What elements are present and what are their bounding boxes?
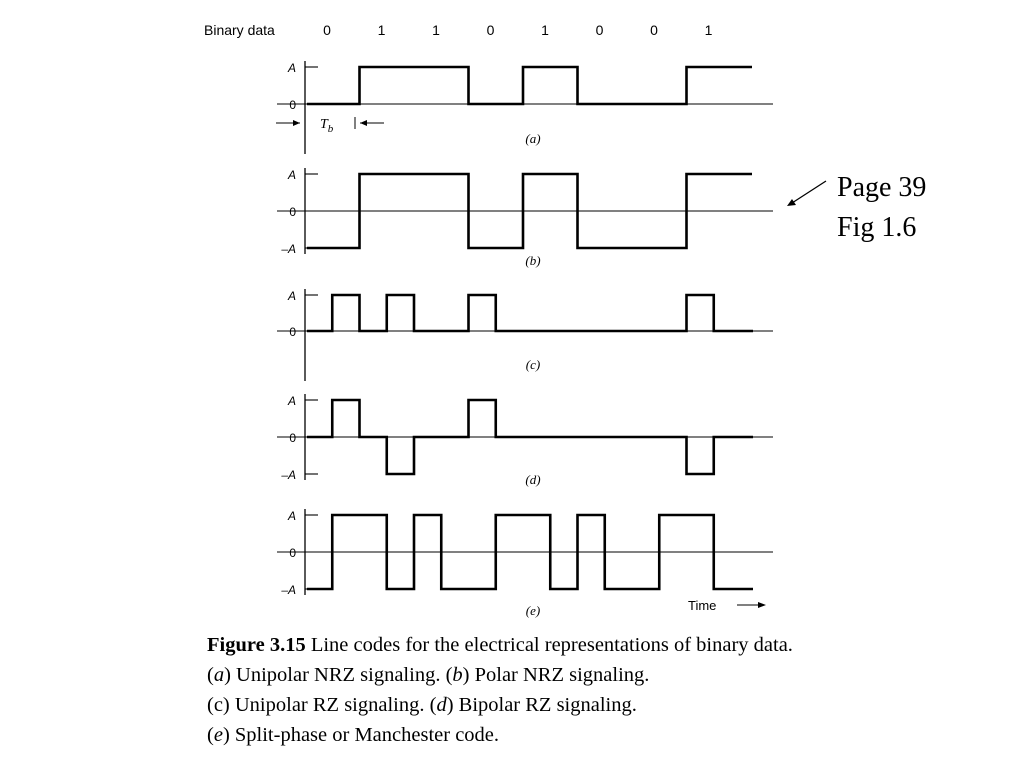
caption-segment: ( — [207, 664, 214, 686]
bit-label: 1 — [432, 22, 440, 38]
level-label: 0 — [289, 431, 296, 445]
level-label: 0 — [289, 546, 296, 560]
page-reference-note: Page 39 Fig 1.6 — [837, 168, 926, 248]
level-label: A — [287, 61, 296, 75]
waveform-e — [307, 513, 753, 591]
figure-caption: Figure 3.15 Line codes for the electrica… — [207, 630, 1007, 750]
tb-arrowhead-right — [360, 120, 367, 126]
level-label: –A — [280, 583, 296, 597]
caption-segment: ) Polar NRZ signaling. — [462, 664, 650, 686]
caption-title: Line codes for the electrical representa… — [305, 634, 793, 656]
panel-label-a: (a) — [525, 131, 540, 146]
level-label: –A — [280, 242, 296, 256]
level-label: 0 — [289, 205, 296, 219]
bit-label: 1 — [541, 22, 549, 38]
waveform-b — [307, 172, 752, 250]
level-label: –A — [280, 468, 296, 482]
caption-segment: d — [436, 694, 447, 716]
caption-line-4: (e) Split-phase or Manchester code. — [207, 720, 1007, 750]
panel-label-c: (c) — [526, 357, 540, 372]
bit-label: 1 — [378, 22, 386, 38]
caption-line-3: (c) Unipolar RZ signaling. (d) Bipolar R… — [207, 690, 1007, 720]
tb-subscript: b — [328, 123, 334, 135]
panel-label-b: (b) — [525, 253, 540, 268]
level-label: 0 — [289, 325, 296, 339]
panel-label-d: (d) — [525, 472, 540, 487]
waveform-d — [307, 398, 753, 476]
level-label: A — [287, 509, 296, 523]
bit-label: 1 — [705, 22, 713, 38]
note-pointer-line — [791, 180, 827, 204]
caption-segment: e — [213, 724, 223, 746]
caption-segment: (c) Unipolar RZ signaling. ( — [207, 694, 437, 716]
time-arrowhead — [758, 602, 766, 608]
panel-label-e: (e) — [526, 603, 540, 618]
bit-label: 0 — [323, 22, 331, 38]
level-label: 0 — [289, 98, 296, 112]
tb-arrowhead-left — [293, 120, 300, 126]
caption-segment: b — [452, 664, 463, 686]
bit-label: 0 — [596, 22, 604, 38]
level-label: A — [287, 168, 296, 182]
level-label: A — [287, 394, 296, 408]
caption-segment: a — [213, 664, 225, 686]
note-page: Page 39 — [837, 172, 927, 203]
waveform-c — [307, 293, 753, 333]
caption-line-1: Figure 3.15 Line codes for the electrica… — [207, 630, 1007, 660]
caption-figure-number: Figure 3.15 — [207, 634, 306, 656]
note-fig: Fig 1.6 — [837, 212, 917, 243]
caption-segment: ( — [207, 724, 214, 746]
caption-segment: ) Bipolar RZ signaling. — [446, 694, 637, 716]
binary-data-label: Binary data — [204, 22, 275, 38]
caption-segment: ) Split-phase or Manchester code. — [222, 724, 500, 746]
bit-label: 0 — [487, 22, 495, 38]
time-axis-label: Time — [688, 598, 716, 613]
tb-label: Tb — [320, 117, 334, 135]
waveform-a — [307, 65, 752, 106]
caption-line-2: (a) Unipolar NRZ signaling. (b) Polar NR… — [207, 660, 1007, 690]
level-label: A — [287, 289, 296, 303]
caption-segment: ) Unipolar NRZ signaling. ( — [224, 664, 453, 686]
note-pointer-arrowhead — [787, 199, 796, 206]
bit-label: 0 — [650, 22, 658, 38]
tb-symbol: T — [320, 117, 329, 132]
